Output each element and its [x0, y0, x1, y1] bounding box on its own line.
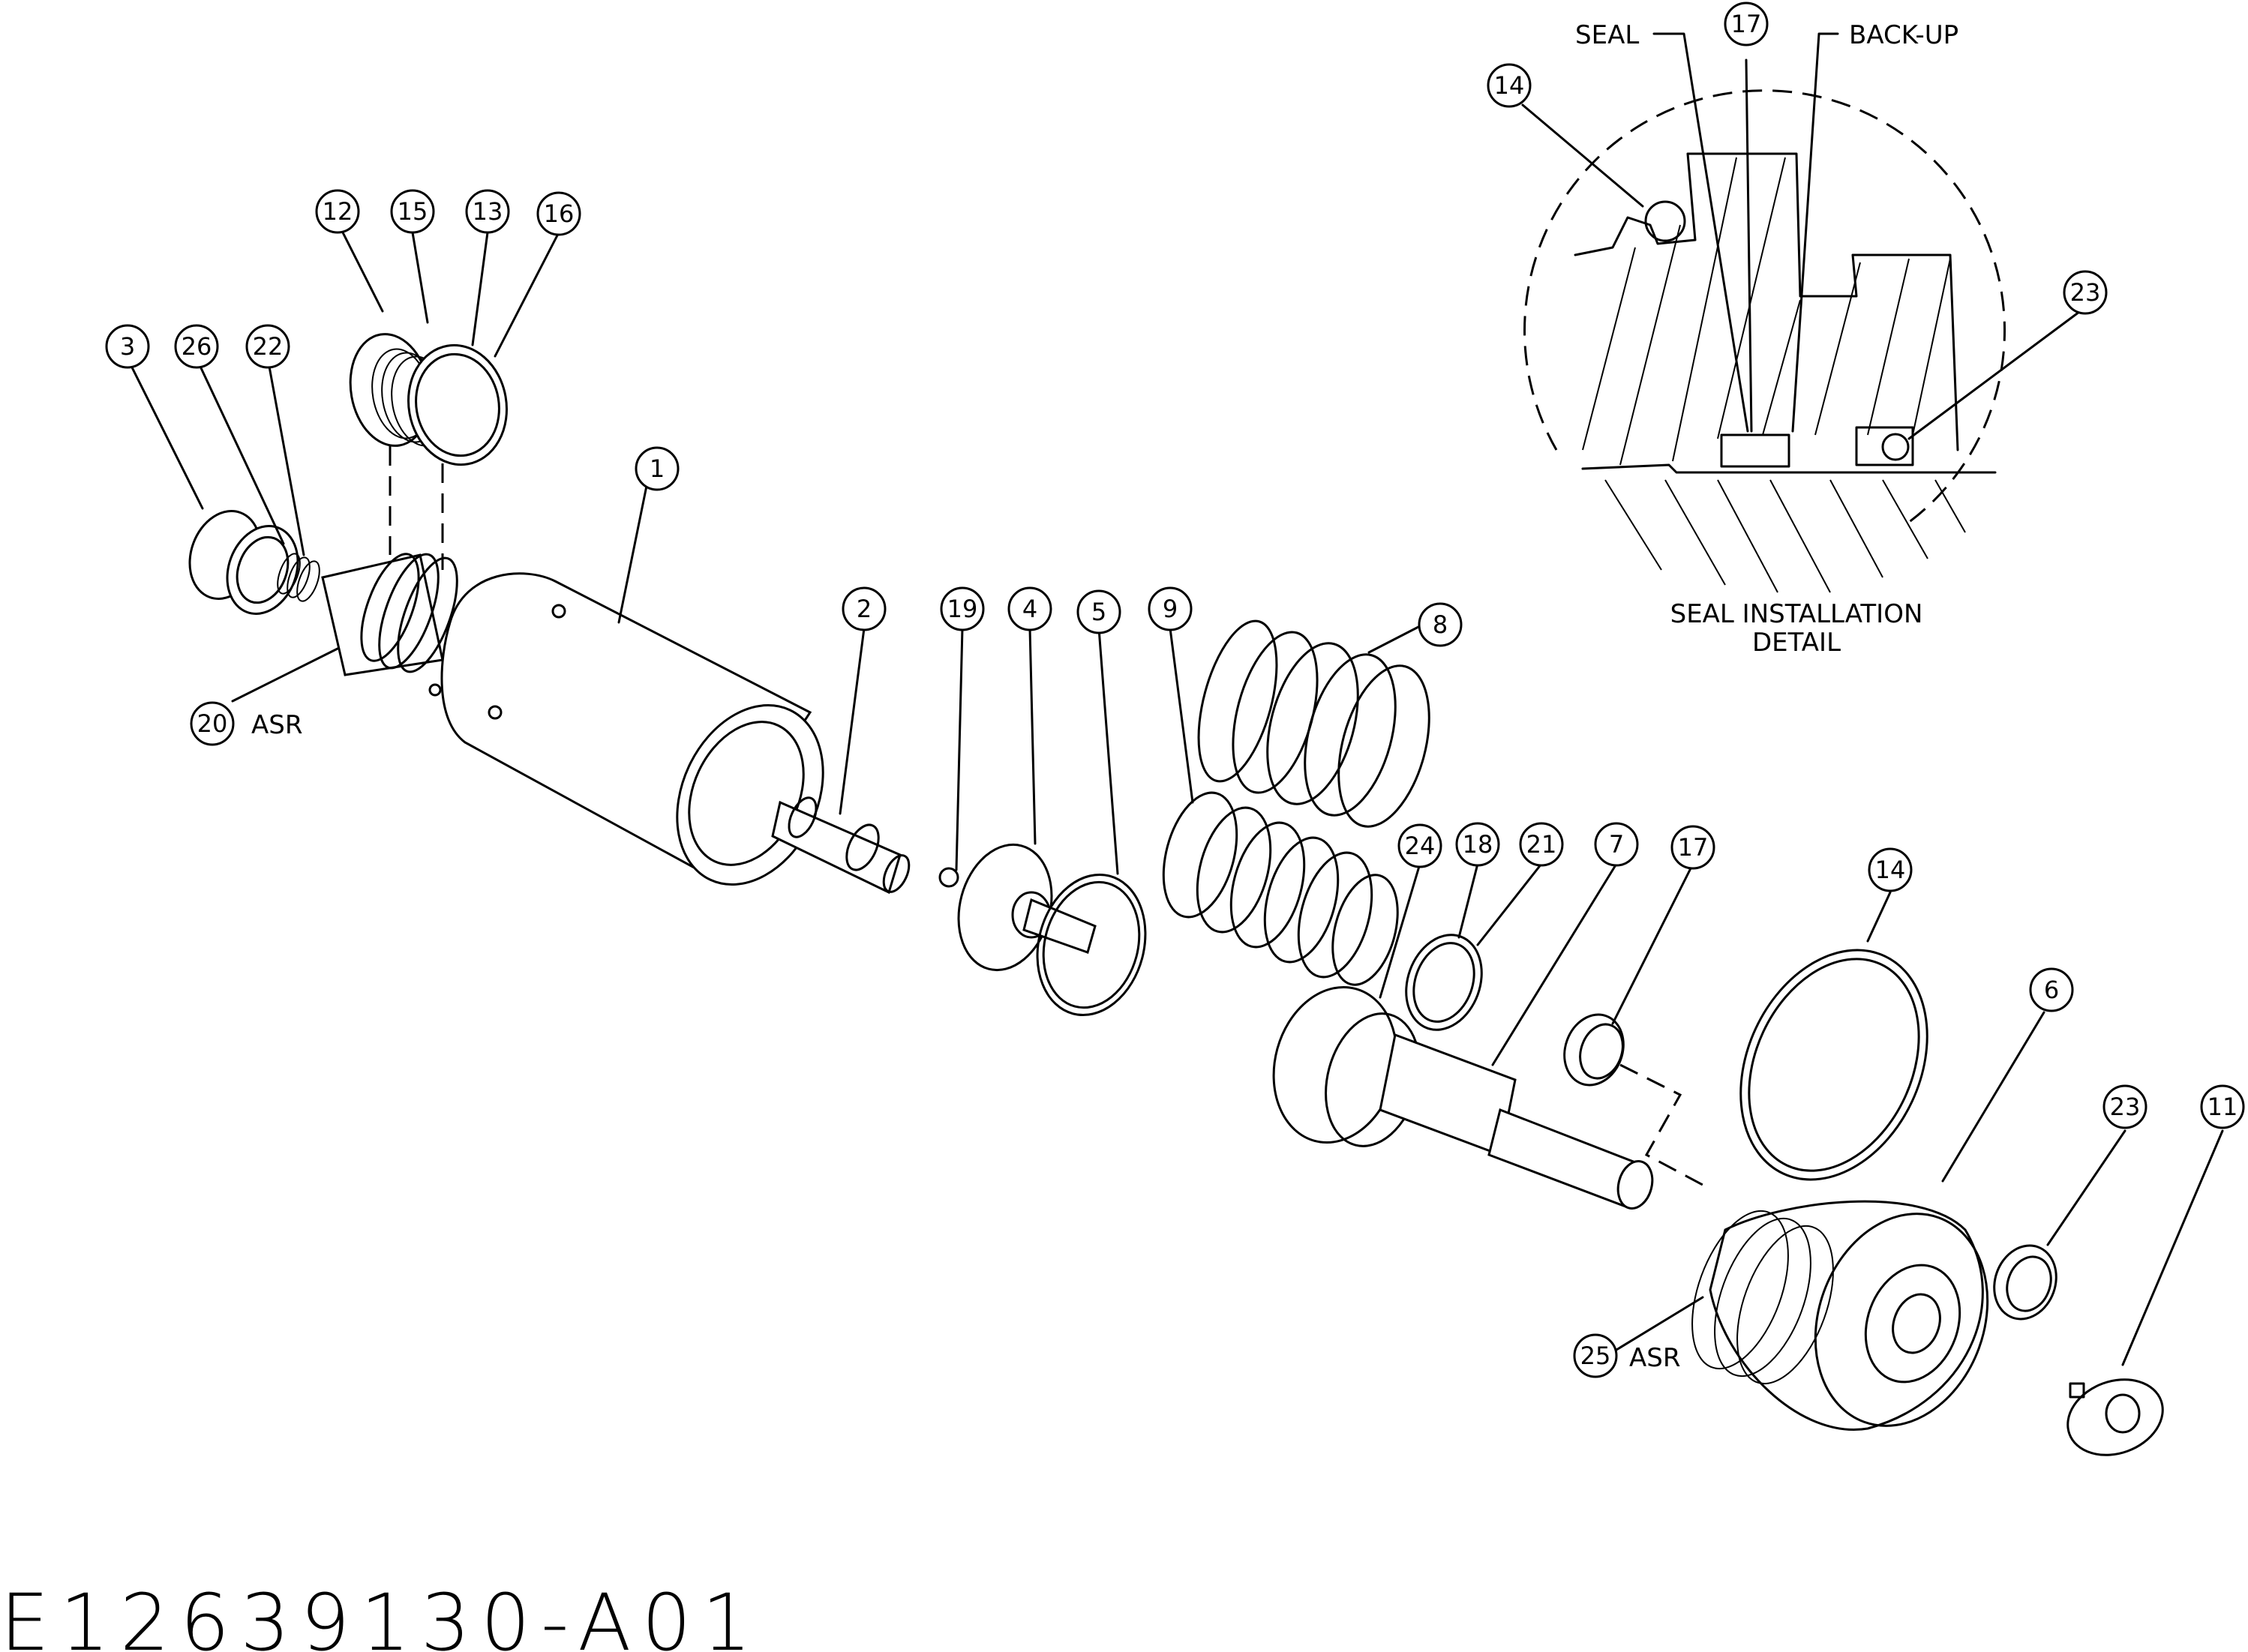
- callout-3: 3: [105, 324, 150, 369]
- callout-23: 23: [2102, 1084, 2147, 1129]
- svg-text:5: 5: [1091, 598, 1106, 626]
- callout-9: 9: [1148, 586, 1193, 631]
- callout-1: 1: [635, 446, 680, 491]
- svg-text:20: 20: [197, 709, 228, 738]
- detail-callout-14: 14: [1487, 63, 1532, 108]
- svg-text:8: 8: [1433, 610, 1448, 639]
- svg-text:13: 13: [473, 197, 503, 226]
- svg-text:26: 26: [182, 332, 212, 361]
- callout-24: 24: [1397, 823, 1442, 868]
- svg-text:18: 18: [1463, 830, 1493, 859]
- svg-text:25: 25: [1580, 1342, 1611, 1370]
- callout-12: 12: [315, 189, 360, 234]
- callout-8: 8: [1418, 602, 1463, 647]
- callout-20-asr: 20 ASR: [190, 701, 302, 746]
- svg-text:12: 12: [323, 197, 353, 226]
- svg-text:6: 6: [2044, 976, 2059, 1004]
- callout-4: 4: [1007, 586, 1052, 631]
- detail-title-line1: SEAL INSTALLATION: [1670, 599, 1923, 629]
- detail-callout-23: 23: [2063, 270, 2108, 315]
- detail-boundary: [1523, 89, 2006, 526]
- seal-label: SEAL: [1575, 20, 1639, 50]
- callout-15: 15: [390, 189, 435, 234]
- callout-21: 21: [1519, 822, 1564, 867]
- svg-text:23: 23: [2110, 1093, 2141, 1121]
- svg-text:15: 15: [398, 197, 428, 226]
- callout-16: 16: [536, 191, 581, 236]
- callout-26: 26: [174, 324, 219, 369]
- svg-text:11: 11: [2207, 1093, 2238, 1121]
- callout-11: 11: [2200, 1084, 2245, 1129]
- svg-text:16: 16: [544, 199, 575, 228]
- svg-text:7: 7: [1609, 830, 1624, 859]
- callout-22: 22: [245, 324, 290, 369]
- svg-text:9: 9: [1163, 595, 1178, 623]
- callout-13: 13: [465, 189, 510, 234]
- svg-text:3: 3: [120, 332, 135, 361]
- callout-5: 5: [1076, 589, 1121, 634]
- svg-text:21: 21: [1526, 830, 1557, 859]
- callout-25-asr: 25 ASR: [1573, 1333, 1680, 1378]
- callout-17: 17: [1670, 825, 1715, 870]
- svg-text:19: 19: [947, 595, 978, 623]
- callout-14: 14: [1868, 847, 1913, 892]
- callout-19: 19: [940, 586, 985, 631]
- svg-text:ASR: ASR: [251, 710, 302, 740]
- detail-callout-17: 17: [1724, 1, 1769, 46]
- leader-lines: [126, 231, 2224, 1366]
- callout-6: 6: [2029, 967, 2074, 1012]
- svg-text:17: 17: [1678, 833, 1709, 862]
- svg-text:23: 23: [2070, 278, 2101, 307]
- drawing-number: E12639130-A01: [0, 1577, 762, 1652]
- seal-installation-detail: 14 17 23 SEAL BACK-UP SEAL INSTALLATION …: [1487, 1, 2108, 658]
- svg-text:24: 24: [1405, 832, 1436, 860]
- svg-text:4: 4: [1022, 595, 1037, 623]
- callout-18: 18: [1455, 822, 1500, 867]
- callout-2: 2: [842, 586, 887, 631]
- svg-text:2: 2: [857, 595, 872, 623]
- parts-geometry: [188, 333, 2164, 1456]
- detail-title-line2: DETAIL: [1752, 628, 1841, 658]
- svg-text:ASR: ASR: [1629, 1343, 1680, 1373]
- svg-text:14: 14: [1875, 856, 1906, 884]
- svg-text:22: 22: [253, 332, 284, 361]
- svg-text:1: 1: [650, 454, 665, 483]
- svg-text:17: 17: [1731, 10, 1762, 38]
- svg-text:14: 14: [1494, 71, 1525, 100]
- backup-label: BACK-UP: [1849, 20, 1958, 50]
- callout-7: 7: [1594, 822, 1639, 867]
